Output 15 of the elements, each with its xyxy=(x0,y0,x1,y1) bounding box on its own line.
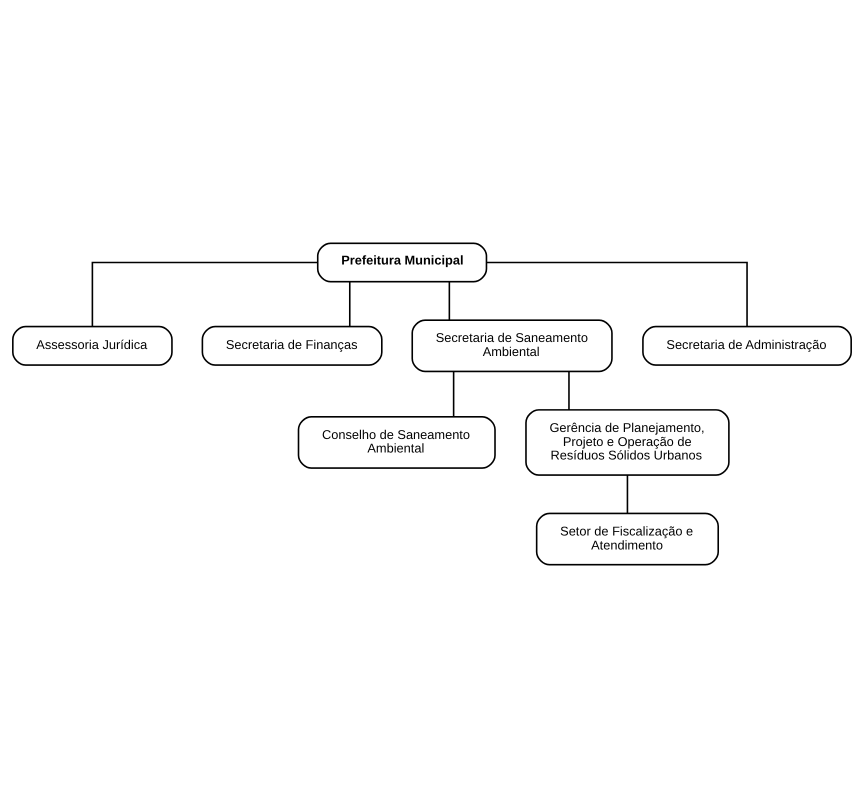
node-box: Conselho de Saneamento Ambiental xyxy=(298,416,496,468)
connector xyxy=(568,371,570,410)
connector xyxy=(486,261,748,326)
node-box: Setor de Fiscalização e Atendimento xyxy=(536,512,720,566)
node-box: Prefeitura Municipal xyxy=(316,242,488,282)
connector xyxy=(626,474,628,513)
connector xyxy=(348,281,351,326)
node-box: Gerência de Planejamento, Projeto e Operação de Resíduos Sólidos Urbanos xyxy=(525,408,730,476)
connector xyxy=(452,371,454,416)
node-box: Assessoria Jurídica xyxy=(12,325,173,366)
node-box: Secretaria de Administração xyxy=(642,325,852,366)
node-box: Secretaria de Saneamento Ambiental xyxy=(411,318,613,372)
node-box: Secretaria de Finanças xyxy=(202,325,383,366)
connector xyxy=(448,281,450,320)
connector xyxy=(92,261,318,326)
